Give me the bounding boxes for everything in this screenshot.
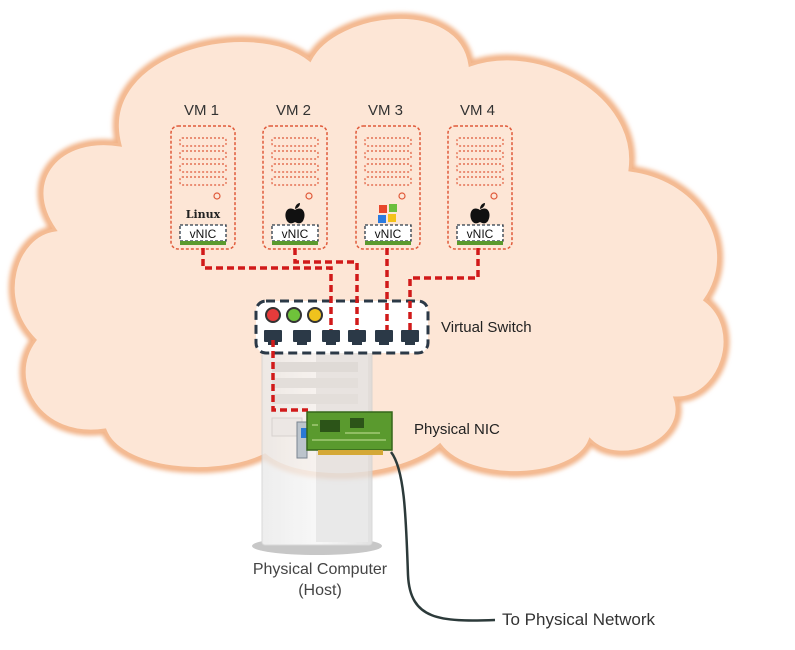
vm-drive-slot — [271, 137, 319, 147]
vnic-label: vNIC — [282, 227, 309, 241]
host-label-line1: Physical Computer — [252, 561, 388, 578]
vm-2-title: VM 2 — [276, 102, 312, 119]
vm-4-box: vNIC — [447, 125, 513, 250]
vm-4-title: VM 4 — [460, 102, 496, 119]
vnic-icon: vNIC — [364, 224, 412, 245]
led-yellow-icon — [307, 307, 323, 323]
vm-power-icon — [398, 192, 406, 200]
link-vm1 — [201, 248, 333, 330]
drive-bay-1 — [272, 362, 358, 372]
vnic-icon: vNIC — [456, 224, 504, 245]
vm-1-title: VM 1 — [184, 102, 220, 119]
physical-cable — [389, 451, 496, 622]
switch-port-5-icon — [375, 330, 393, 345]
vm-outline — [447, 125, 513, 250]
virtual-links — [201, 248, 480, 412]
switch-port-4-icon — [348, 330, 366, 345]
switch-outline — [254, 299, 430, 355]
apple-logo-icon — [470, 203, 490, 224]
vm-drive-slot — [456, 163, 504, 173]
nic-chip-2 — [350, 418, 364, 428]
vnic-icon: vNIC — [271, 224, 319, 245]
vm-2-box: vNIC — [262, 125, 328, 250]
linux-logo-text: Linux — [186, 208, 221, 221]
virtual-switch-label: Virtual Switch — [441, 319, 532, 336]
cloud-shape — [11, 16, 727, 477]
vm-drive-slot — [364, 137, 412, 147]
drive-bay-2 — [272, 378, 358, 388]
nic-traces — [312, 424, 386, 441]
apple-logo-icon — [285, 203, 305, 224]
vm-power-icon — [305, 192, 313, 200]
vm-3-box: vNIC — [355, 125, 421, 250]
physical-nic-label: Physical NIC — [414, 421, 500, 438]
vm-drive-slot — [179, 137, 227, 147]
vm-power-icon — [213, 192, 221, 200]
vm-drive-slot — [271, 176, 319, 186]
link-vm2 — [293, 248, 359, 330]
host-label-line2: (Host) — [298, 582, 342, 599]
vm-1-box: Linux vNIC — [170, 125, 236, 250]
vm-drive-slot — [364, 163, 412, 173]
drive-bay-3 — [272, 394, 358, 404]
physical-nic-icon — [296, 411, 393, 459]
vm-3-title: VM 3 — [368, 102, 404, 119]
nic-chip-1 — [320, 420, 340, 432]
led-red-icon — [265, 307, 281, 323]
switch-port-3-icon — [322, 330, 340, 345]
switch-ports — [264, 330, 419, 345]
vm-drive-slot — [456, 176, 504, 186]
to-network-label: To Physical Network — [502, 610, 656, 629]
led-green-icon — [286, 307, 302, 323]
vm-drive-slot — [179, 150, 227, 160]
switch-port-6-icon — [401, 330, 419, 345]
vnic-label: vNIC — [467, 227, 494, 241]
nic-bracket — [296, 421, 308, 459]
vm-drive-slot — [456, 137, 504, 147]
vnic-label: vNIC — [190, 227, 217, 241]
windows-logo-icon — [378, 204, 397, 223]
vnic-label: vNIC — [375, 227, 402, 241]
cloud-background — [8, 13, 730, 480]
vm-drive-slot — [364, 150, 412, 160]
link-vm4 — [408, 248, 480, 330]
vm-drive-slot — [271, 163, 319, 173]
nic-port — [301, 428, 307, 438]
nic-board — [306, 411, 393, 451]
link-uplink — [271, 340, 308, 412]
vm-drive-slot — [179, 163, 227, 173]
vm-group: Linux vNIC vNIC vNIC vNIC — [170, 125, 513, 250]
switch-port-2-icon — [293, 330, 311, 345]
vm-drive-slot — [179, 176, 227, 186]
vnic-icon: vNIC — [179, 224, 227, 245]
vm-drive-slot — [364, 176, 412, 186]
host-label: Physical Computer (Host) — [238, 559, 402, 601]
vm-drive-slot — [271, 150, 319, 160]
virtual-switch-icon — [254, 299, 430, 355]
vm-drive-slot — [456, 150, 504, 160]
vm-power-icon — [490, 192, 498, 200]
nic-edge-connector — [318, 450, 383, 455]
